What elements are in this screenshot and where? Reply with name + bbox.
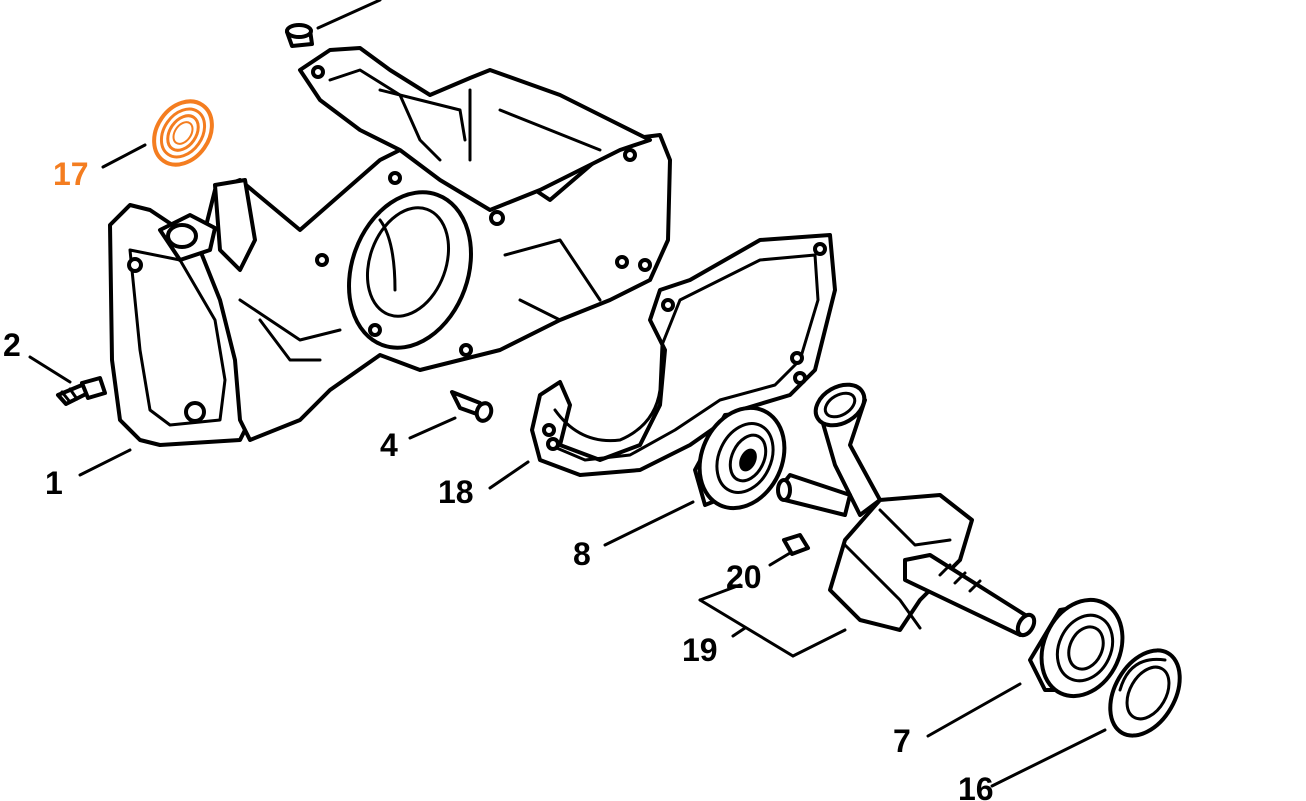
callout-16[interactable]: 16 bbox=[958, 771, 994, 801]
top-bushing[interactable] bbox=[285, 0, 382, 48]
part-2-stud[interactable] bbox=[28, 355, 107, 406]
part-19-crankshaft[interactable] bbox=[698, 376, 1038, 658]
leader-17 bbox=[101, 143, 147, 169]
callout-7[interactable]: 7 bbox=[893, 723, 911, 759]
part-1-crankcase[interactable] bbox=[108, 46, 672, 447]
part-4-dowel-pin[interactable] bbox=[408, 390, 494, 440]
callout-2[interactable]: 2 bbox=[3, 327, 21, 363]
part-18-gasket[interactable] bbox=[488, 233, 837, 490]
callout-20[interactable]: 20 bbox=[726, 559, 762, 595]
callout-4[interactable]: 4 bbox=[380, 427, 398, 463]
part-16-seal[interactable] bbox=[990, 638, 1194, 788]
callout-1[interactable]: 1 bbox=[45, 465, 63, 501]
callout-8[interactable]: 8 bbox=[573, 536, 591, 572]
callout-18[interactable]: 18 bbox=[438, 474, 474, 510]
part-17-seal[interactable] bbox=[142, 90, 224, 176]
part-8-bearing[interactable] bbox=[603, 394, 800, 547]
part-20-key[interactable] bbox=[768, 533, 810, 567]
callout-17[interactable]: 17 bbox=[53, 156, 89, 192]
leader-1 bbox=[78, 448, 132, 477]
callout-19[interactable]: 19 bbox=[682, 632, 718, 668]
part-7-bearing[interactable] bbox=[926, 587, 1138, 738]
